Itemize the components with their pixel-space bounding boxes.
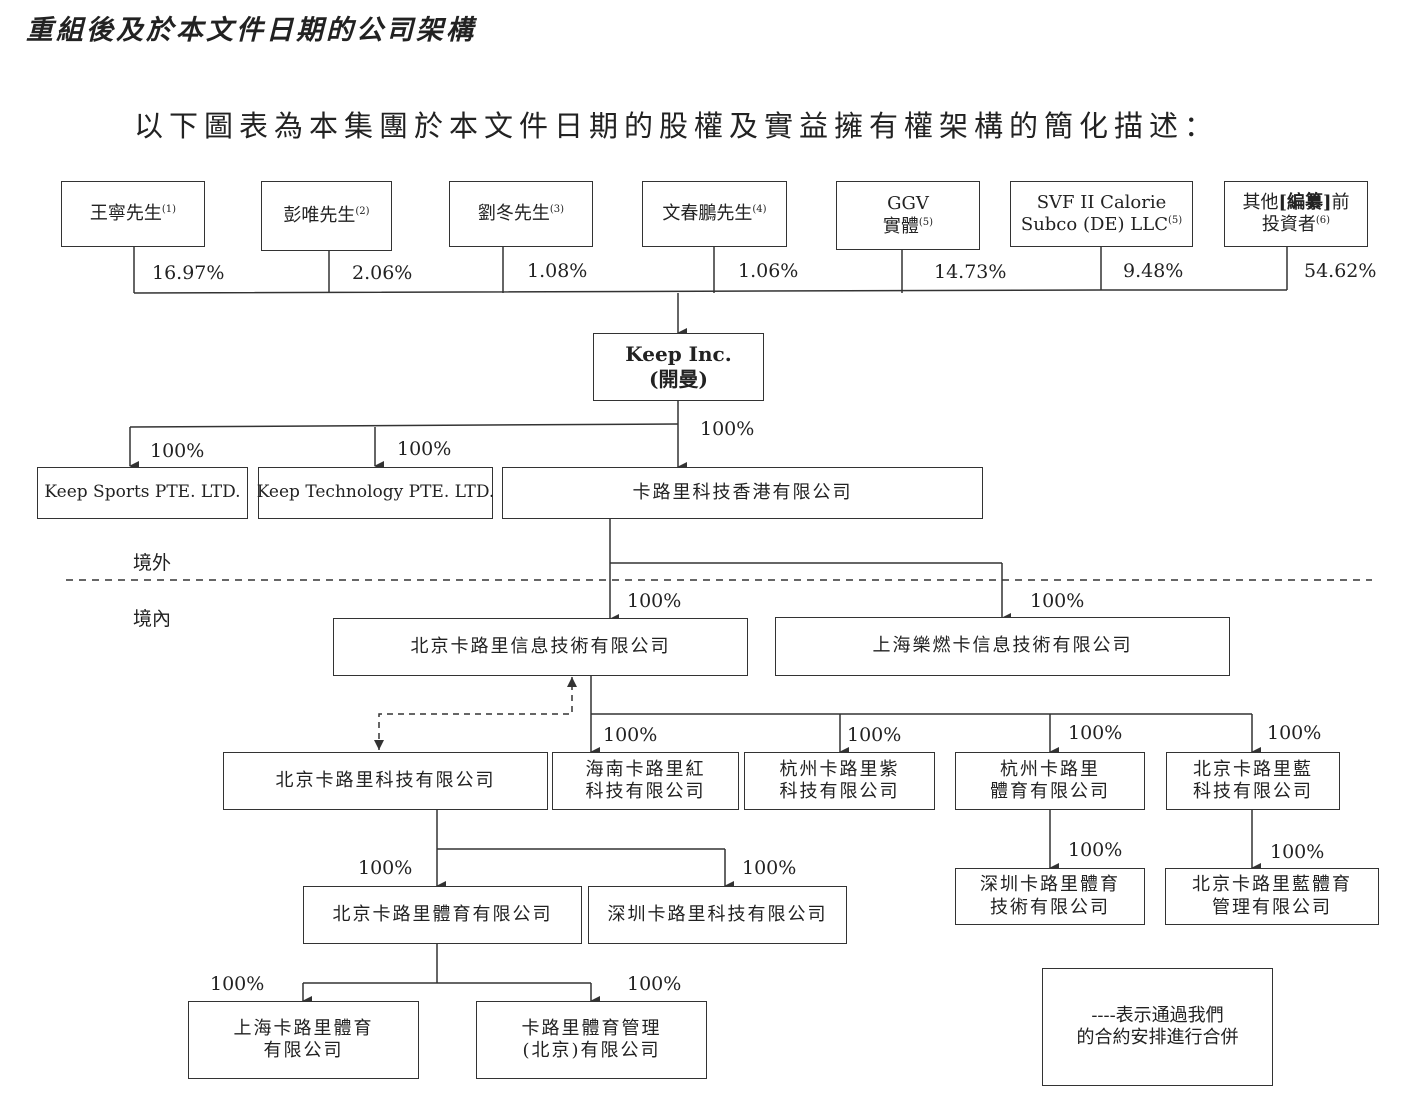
calorie-sport-mgmt-box: 卡路里體育管理 (北京)有限公司 (476, 1001, 707, 1079)
hz-calorie-purple-box: 杭州卡路里紫 科技有限公司 (744, 752, 935, 810)
redacted-marker: [編纂] (1278, 191, 1332, 213)
keep-inc-jurisdiction: (開曼) (649, 367, 708, 391)
footnote-marker: (3) (549, 203, 565, 215)
company-name-line1: 杭州卡路里 (1000, 758, 1100, 780)
company-name: Keep Sports PTE. LTD. (44, 482, 241, 503)
shareholder-name-line2: 投資者 (1261, 214, 1316, 235)
hz-calorie-sport-box: 杭州卡路里 體育有限公司 (955, 752, 1145, 810)
keep-inc-name: Keep Inc. (625, 342, 732, 366)
sh-calorie-sport-box: 上海卡路里體育 有限公司 (188, 1001, 419, 1079)
shareholder-box-wang: 王寧先生(1) (61, 181, 205, 247)
footnote-marker: (2) (355, 205, 370, 217)
pct-bj-lan: 100% (1267, 722, 1322, 744)
pct-svf: 9.48% (1123, 260, 1184, 282)
pct-wang: 16.97% (152, 262, 225, 284)
pct-keep-sports: 100% (150, 440, 205, 462)
pct-bj-info: 100% (627, 590, 682, 612)
pct-ggv: 14.73% (934, 261, 1007, 283)
company-name-line2: 科技有限公司 (1193, 781, 1313, 802)
pct-bj-lan-sport: 100% (1270, 841, 1325, 863)
shareholder-box-other: 其他[編纂]前 投資者(6) (1224, 181, 1368, 247)
company-name: 上海樂燃卡信息技術有限公司 (872, 635, 1133, 657)
bj-calorie-blue-sport-box: 北京卡路里藍體育 管理有限公司 (1165, 868, 1379, 925)
sz-calorie-tech-box: 深圳卡路里科技有限公司 (588, 886, 847, 944)
calorie-hk-box: 卡路里科技香港有限公司 (502, 467, 983, 519)
legend-line1: ----表示通過我們 (1091, 1004, 1224, 1026)
company-name-line2: 科技有限公司 (585, 781, 706, 802)
company-name: 深圳卡路里科技有限公司 (607, 903, 828, 925)
shareholder-name-line2: 實體 (882, 215, 919, 237)
company-name-line1: 北京卡路里藍 (1193, 758, 1313, 780)
bj-calorie-blue-box: 北京卡路里藍 科技有限公司 (1166, 752, 1340, 810)
pct-hk: 100% (700, 418, 755, 440)
shareholder-box-wen: 文春鵬先生(4) (642, 181, 787, 247)
company-name: 北京卡路里信息技術有限公司 (410, 635, 671, 657)
legend-box: ----表示通過我們 的合約安排進行合併 (1042, 968, 1273, 1086)
company-name-line2: 科技有限公司 (779, 781, 900, 802)
company-name-line1: 上海卡路里體育 (233, 1017, 374, 1039)
company-name-line1: 海南卡路里紅 (585, 758, 706, 780)
page-heading: 重組後及於本文件日期的公司架構 (26, 15, 476, 46)
bj-calorie-tech-box: 北京卡路里科技有限公司 (223, 752, 548, 810)
pct-sh-sport: 100% (210, 973, 265, 995)
company-name-line2: 有限公司 (263, 1040, 344, 1061)
shareholder-box-svf: SVF II Calorie Subco (DE) LLC(5) (1010, 181, 1193, 247)
bj-calorie-sport-box: 北京卡路里體育有限公司 (303, 886, 582, 944)
pct-hainan: 100% (603, 724, 658, 746)
shareholder-box-peng: 彭唯先生(2) (261, 181, 392, 251)
footnote-marker: (4) (752, 203, 767, 215)
sh-lerun-box: 上海樂燃卡信息技術有限公司 (775, 617, 1230, 676)
shareholder-name-pre: 其他 (1242, 191, 1279, 213)
company-name-line2: 體育有限公司 (990, 781, 1110, 802)
region-offshore-label: 境外 (133, 552, 172, 574)
company-name-line1: 北京卡路里藍體育 (1192, 874, 1352, 895)
pct-keep-tech: 100% (397, 438, 452, 460)
company-name: Keep Technology PTE. LTD. (256, 482, 495, 503)
shareholder-name: 王寧先生 (89, 202, 162, 224)
footnote-marker: (5) (918, 216, 934, 228)
company-name-line2: (北京)有限公司 (522, 1040, 661, 1061)
pct-bj-sport: 100% (358, 857, 413, 879)
pct-sz-sport: 100% (1068, 839, 1123, 861)
pct-hz-zi: 100% (847, 724, 902, 746)
shareholder-box-ggv: GGV 實體(5) (836, 181, 980, 250)
pct-other: 54.62% (1304, 260, 1377, 282)
region-onshore-label: 境內 (133, 608, 172, 630)
pct-liu: 1.08% (527, 260, 588, 282)
company-name: 北京卡路里體育有限公司 (332, 903, 553, 925)
keep-inc-box: Keep Inc. (開曼) (593, 333, 764, 401)
pct-sh-lerun: 100% (1030, 590, 1085, 612)
shareholder-name: 劉冬先生 (477, 202, 550, 224)
footnote-marker: (6) (1315, 215, 1331, 226)
company-name-line2: 管理有限公司 (1212, 896, 1332, 918)
pct-peng: 2.06% (352, 262, 413, 284)
company-name-line1: 杭州卡路里紫 (779, 758, 900, 780)
shareholder-name-line1: SVF II Calorie (1036, 191, 1167, 213)
pct-mgmt: 100% (627, 973, 682, 995)
hainan-calorie-red-box: 海南卡路里紅 科技有限公司 (552, 752, 739, 810)
pct-sz-tech: 100% (742, 857, 797, 879)
shareholder-name: 彭唯先生 (283, 204, 356, 226)
company-name: 北京卡路里科技有限公司 (275, 769, 496, 791)
company-name-line1: 卡路里體育管理 (521, 1017, 662, 1039)
shareholder-name-line2: Subco (DE) LLC (1020, 214, 1168, 235)
shareholder-name-post: 前 (1331, 191, 1350, 213)
footnote-marker: (1) (161, 203, 177, 215)
legend-line2: 的合約安排進行合併 (1076, 1027, 1239, 1048)
pct-wen: 1.06% (738, 260, 799, 282)
company-name: 卡路里科技香港有限公司 (632, 481, 853, 503)
keep-technology-box: Keep Technology PTE. LTD. (256, 467, 495, 519)
keep-sports-box: Keep Sports PTE. LTD. (37, 467, 248, 519)
shareholder-box-liu: 劉冬先生(3) (449, 181, 593, 247)
shareholder-name-line1: GGV (887, 193, 929, 214)
bj-calorie-info-box: 北京卡路里信息技術有限公司 (333, 618, 748, 676)
footnote-marker: (5) (1167, 215, 1183, 226)
company-name-line1: 深圳卡路里體育 (980, 874, 1120, 895)
company-name-line2: 技術有限公司 (990, 896, 1110, 918)
sz-calorie-sport-box: 深圳卡路里體育 技術有限公司 (955, 868, 1145, 925)
intro-text: 以下圖表為本集團於本文件日期的股權及實益擁有權架構的簡化描述： (134, 109, 1220, 143)
shareholder-name: 文春鵬先生 (662, 202, 753, 224)
pct-hz-sport: 100% (1068, 722, 1123, 744)
